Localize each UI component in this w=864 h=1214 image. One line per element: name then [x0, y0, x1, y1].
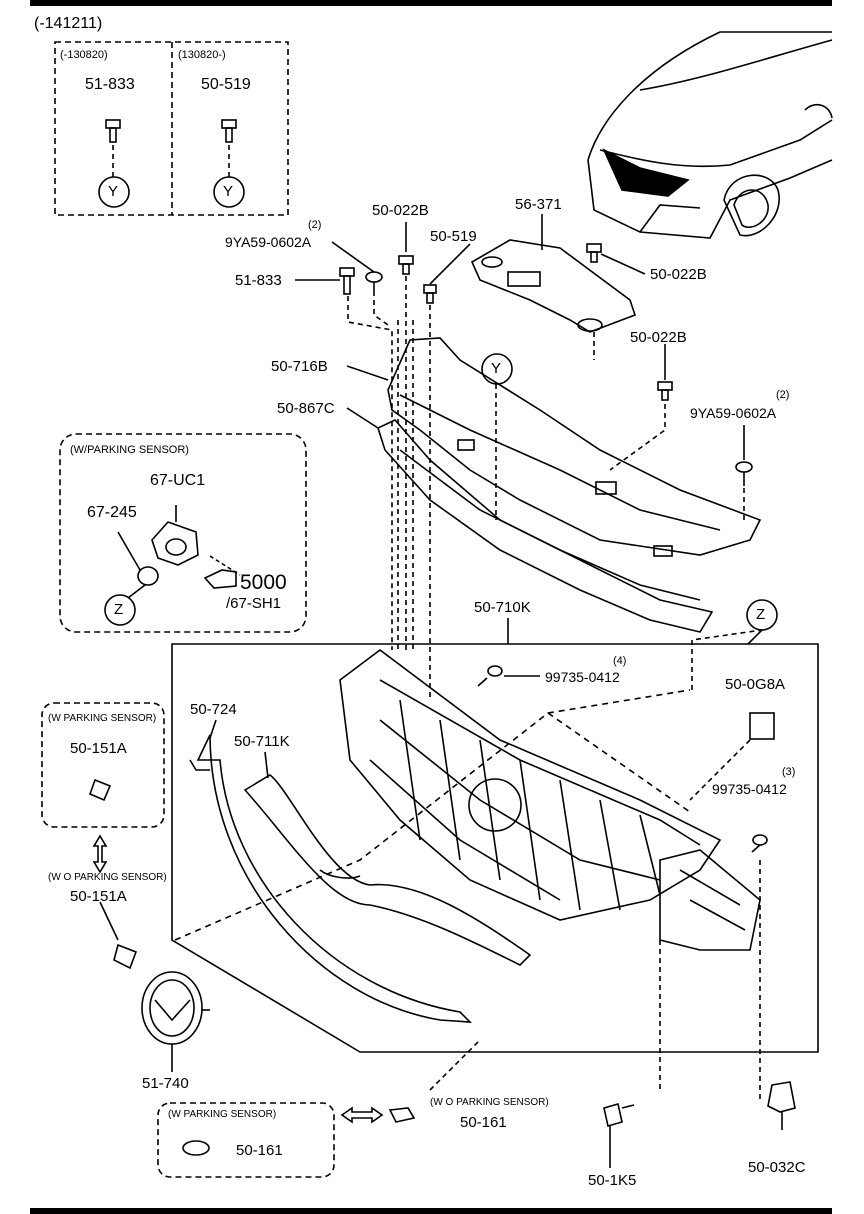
label-50-161-w: 50-161	[236, 1142, 283, 1159]
label-99735-4: 99735-0412	[545, 669, 620, 685]
label-50-519-box: 50-519	[201, 76, 251, 93]
clip-50-519-icon	[221, 119, 237, 177]
bottom-border	[30, 1208, 832, 1214]
label-50-711k: 50-711K	[234, 733, 290, 750]
grille-50-710k-icon	[339, 649, 761, 951]
shroud-upper-50-716b-icon	[387, 337, 762, 557]
vehicle-front-icon	[587, 31, 833, 239]
label-50-0g8a: 50-0G8A	[725, 676, 786, 693]
callout-z-left-text: Z	[114, 601, 124, 618]
callout-y-right-text: Y	[223, 183, 234, 200]
bracket-50-032c-icon	[767, 1081, 796, 1113]
bezel-67-245-icon	[117, 531, 159, 599]
label-wo-parking-sensor-left: (W O PARKING SENSOR)	[48, 872, 167, 883]
label-50-716b: 50-716B	[271, 358, 328, 375]
label-50-151a-top: 50-151A	[70, 740, 127, 757]
screw-9ya59-left-icon	[365, 271, 389, 326]
parking-sensor-67-uc1-icon	[151, 505, 241, 576]
clip-50-519-main-icon	[423, 284, 437, 700]
label-50-1k5: 50-1K5	[588, 1172, 637, 1189]
bolt-99735-4-icon	[477, 665, 540, 687]
callout-z-right-text: Z	[756, 606, 766, 623]
clip-50-1k5-icon	[603, 1102, 623, 1128]
grille-assembly-box	[171, 643, 819, 1053]
callout-z-left	[104, 594, 136, 626]
label-ref-67-sh1: /67-SH1	[226, 595, 282, 612]
label-qty2-left: (2)	[308, 219, 322, 231]
screw-9ya59-right-icon	[735, 461, 753, 520]
label-9ya59-left: 9YA59-0602A	[225, 234, 312, 250]
label-w-parking-sensor: (W/PARKING SENSOR)	[70, 444, 189, 456]
label-67-uc1: 67-UC1	[150, 472, 206, 489]
swap-arrow-vertical-icon	[92, 834, 108, 874]
clip-50-022b-lower-icon	[609, 381, 673, 471]
diagram-ref: (-141211)	[34, 15, 103, 32]
bracket-50-161-icon	[388, 1107, 416, 1123]
label-99735-3: 99735-0412	[712, 781, 787, 797]
under-cover-56-371-icon	[470, 239, 637, 360]
bracket-50-151a-bottom-icon	[113, 943, 138, 970]
label-51-833-box: 51-833	[85, 76, 135, 93]
label-67-245: 67-245	[87, 504, 137, 521]
label-50-032c: 50-032C	[748, 1159, 806, 1176]
callout-y-left-text: Y	[108, 183, 119, 200]
callout-y-main-text: Y	[491, 360, 502, 377]
date-left: (-130820)	[60, 49, 108, 61]
label-wo-parking-sensor-bottom: (W O PARKING SENSOR)	[430, 1097, 549, 1108]
top-border	[30, 0, 832, 6]
molding-50-711k-icon	[243, 774, 532, 966]
label-50-151a-bottom: 50-151A	[70, 888, 127, 905]
clip-51-833-main-icon	[339, 267, 393, 650]
bottom-parking-sensor-box	[157, 1102, 335, 1178]
fastener-detail-box	[54, 41, 289, 216]
label-qty4: (4)	[613, 655, 627, 667]
shroud-lower-50-867c-icon	[377, 419, 714, 633]
label-50-519-main: 50-519	[430, 228, 477, 245]
label-50-022b-lower: 50-022B	[630, 329, 687, 346]
bolt-99735-3-icon	[751, 834, 768, 853]
swap-arrow-horizontal-icon	[340, 1106, 384, 1124]
label-50-161-wo: 50-161	[460, 1114, 507, 1131]
label-9ya59-right: 9YA59-0602A	[690, 405, 777, 421]
bracket-50-161-w-icon	[182, 1140, 210, 1156]
label-50-022b-right: 50-022B	[650, 266, 707, 283]
label-51-833-main: 51-833	[235, 272, 282, 289]
bracket-50-151a-top-icon	[88, 778, 112, 802]
label-ref-5000: 5000	[240, 571, 287, 594]
garnish-50-724-icon	[196, 734, 473, 1023]
clip-50-022b-right-icon	[586, 243, 602, 263]
callout-y-left	[98, 176, 130, 208]
label-56-371: 56-371	[515, 196, 562, 213]
label-50-022b-top: 50-022B	[372, 202, 429, 219]
label-50-867c: 50-867C	[277, 400, 335, 417]
clip-50-022b-icon	[397, 255, 414, 650]
pad-50-0g8a-icon	[749, 712, 775, 740]
left-parking-sensor-box	[41, 702, 165, 828]
pointing-hand-icon	[203, 569, 237, 589]
date-right: (130820-)	[178, 49, 226, 61]
parking-sensor-box	[59, 433, 307, 633]
label-50-724: 50-724	[190, 701, 237, 718]
label-qty2-right: (2)	[776, 389, 790, 401]
clip-51-833-icon	[105, 119, 121, 177]
label-w-parking-sensor-left: (W PARKING SENSOR)	[48, 713, 157, 724]
label-50-710k: 50-710K	[474, 599, 531, 616]
label-qty3: (3)	[782, 766, 796, 778]
label-w-parking-sensor-bottom: (W PARKING SENSOR)	[168, 1109, 277, 1120]
label-51-740: 51-740	[142, 1075, 189, 1092]
emblem-51-740-icon	[141, 971, 210, 1072]
